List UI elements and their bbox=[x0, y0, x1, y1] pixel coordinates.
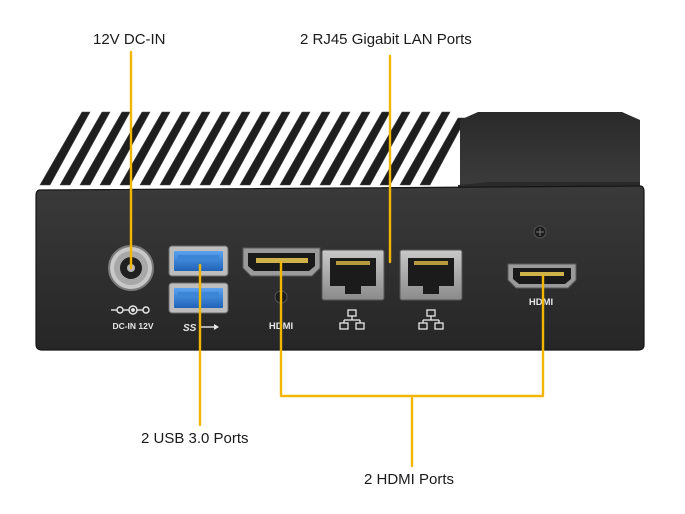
network-icon bbox=[339, 309, 365, 330]
usb-superspeed-icon: SS bbox=[183, 323, 219, 334]
hdmi-callout: 2 HDMI Ports bbox=[364, 471, 455, 488]
dc-in-panel-label: DC-IN 12V bbox=[112, 321, 153, 331]
usb-port-bottom bbox=[168, 282, 229, 314]
hdmi-right-panel-label: HDMI bbox=[529, 297, 553, 308]
leader-lines bbox=[129, 50, 545, 468]
lan-callout: 2 RJ45 Gigabit LAN Ports bbox=[300, 31, 472, 48]
svg-text:SS: SS bbox=[183, 323, 197, 334]
heatsink-fins bbox=[39, 111, 467, 186]
lan-port-2 bbox=[399, 249, 463, 301]
usb-callout: 2 USB 3.0 Ports bbox=[141, 430, 249, 447]
dc-polarity-icon bbox=[111, 305, 150, 315]
usb-port-top bbox=[168, 245, 229, 277]
screw-icon bbox=[533, 225, 547, 239]
network-icon bbox=[418, 309, 444, 330]
chassis-top-block bbox=[460, 112, 640, 185]
dc-in-callout: 12V DC-IN bbox=[93, 31, 166, 48]
lan-port-1 bbox=[321, 249, 385, 301]
